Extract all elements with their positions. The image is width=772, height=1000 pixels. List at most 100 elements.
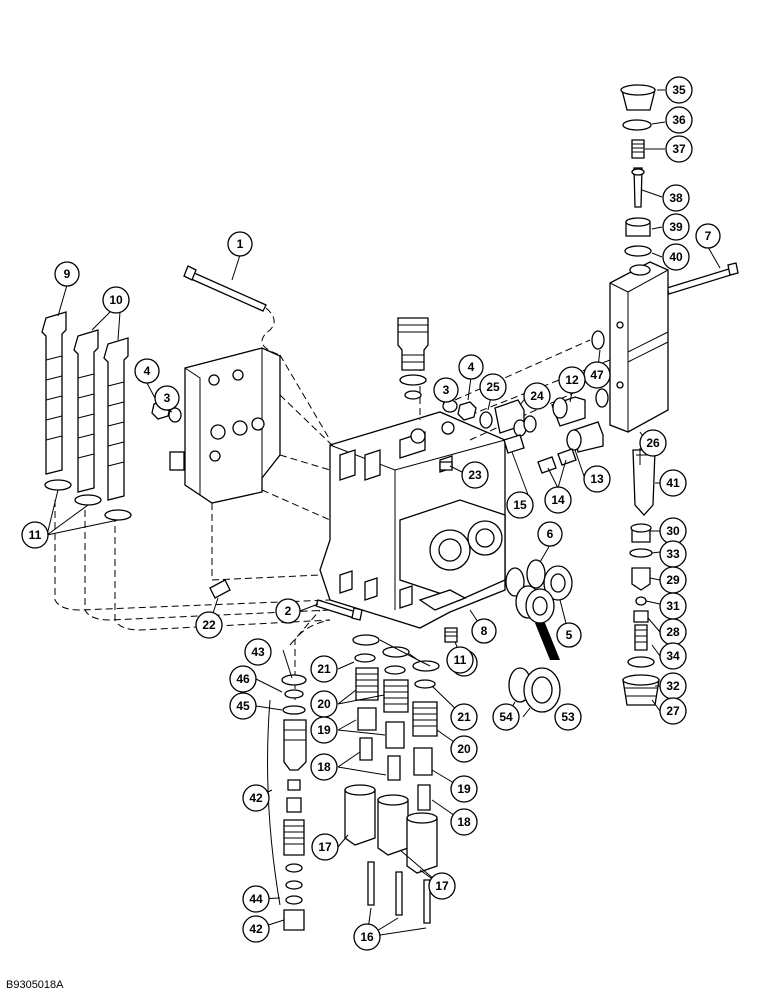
svg-text:30: 30 — [666, 524, 680, 538]
svg-text:21: 21 — [317, 662, 331, 676]
end-cover-section — [169, 347, 281, 504]
svg-text:33: 33 — [666, 547, 680, 561]
relief-cartridge-top — [397, 317, 429, 400]
svg-text:3: 3 — [443, 383, 450, 397]
spool-9 — [41, 311, 67, 475]
svg-text:11: 11 — [29, 528, 42, 542]
callout-29: 29 — [659, 566, 687, 594]
callout-42-lower: 42 — [242, 915, 270, 943]
svg-text:11: 11 — [454, 653, 467, 667]
callout-45: 45 — [229, 692, 257, 720]
callout-7: 7 — [695, 223, 721, 249]
part-drawings — [41, 84, 739, 931]
callout-16: 16 — [353, 923, 381, 951]
callout-43: 43 — [244, 638, 272, 666]
svg-text:12: 12 — [565, 373, 579, 387]
callout-44: 44 — [242, 885, 270, 913]
screws-16 — [367, 861, 431, 924]
spool-10-a — [73, 329, 99, 493]
svg-text:44: 44 — [249, 892, 263, 906]
svg-text:16: 16 — [360, 930, 374, 944]
svg-text:42: 42 — [249, 791, 263, 805]
svg-text:18: 18 — [457, 815, 471, 829]
callout-12: 12 — [558, 366, 586, 394]
nut-washers — [151, 399, 477, 423]
svg-text:42: 42 — [249, 922, 263, 936]
callout-22: 22 — [195, 611, 223, 639]
detent-assembly-42 — [267, 674, 307, 931]
relief-housing-26 — [609, 261, 669, 433]
callout-33: 33 — [659, 540, 687, 568]
svg-text:25: 25 — [486, 380, 500, 394]
callout-bubbles: 35 36 37 38 39 40 7 1 9 10 47 12 4 3 3 4… — [21, 76, 721, 951]
svg-text:21: 21 — [457, 710, 471, 724]
callout-27: 27 — [659, 697, 687, 725]
relief-stack-bottom — [622, 448, 660, 706]
spool-end-stack — [344, 634, 440, 874]
svg-text:47: 47 — [590, 368, 604, 382]
callout-18-right: 18 — [450, 808, 478, 836]
svg-text:40: 40 — [669, 250, 683, 264]
svg-text:27: 27 — [666, 704, 680, 718]
callout-42-upper: 42 — [242, 784, 270, 812]
svg-text:35: 35 — [672, 83, 686, 97]
svg-text:26: 26 — [646, 436, 660, 450]
svg-text:39: 39 — [669, 220, 683, 234]
svg-text:34: 34 — [666, 649, 680, 663]
callout-54: 54 — [492, 703, 520, 731]
callout-19-left: 19 — [310, 716, 338, 744]
svg-text:17: 17 — [435, 879, 449, 893]
callout-34: 34 — [659, 642, 687, 670]
callout-23-upper: 23 — [461, 461, 489, 489]
svg-text:19: 19 — [317, 723, 331, 737]
port-plugs — [505, 559, 573, 713]
callout-24: 24 — [523, 382, 551, 410]
callout-17-left: 17 — [311, 833, 339, 861]
svg-text:24: 24 — [530, 389, 544, 403]
svg-text:1: 1 — [237, 237, 244, 251]
callout-20-right: 20 — [450, 735, 478, 763]
svg-text:46: 46 — [236, 672, 250, 686]
svg-text:45: 45 — [236, 699, 250, 713]
callout-19-right: 19 — [450, 775, 478, 803]
callout-39: 39 — [662, 213, 690, 241]
callout-5: 5 — [556, 622, 582, 648]
svg-text:3: 3 — [164, 391, 171, 405]
svg-text:38: 38 — [669, 191, 683, 205]
callout-11-left: 11 — [21, 521, 49, 549]
spool-orings-11 — [44, 479, 132, 521]
relief-stack-top — [620, 84, 656, 257]
callout-21-right: 21 — [450, 703, 478, 731]
svg-text:4: 4 — [468, 360, 475, 374]
callout-20-left: 20 — [310, 690, 338, 718]
svg-text:22: 22 — [202, 618, 216, 632]
svg-text:8: 8 — [481, 624, 488, 638]
svg-text:2: 2 — [285, 604, 292, 618]
callout-37: 37 — [665, 135, 693, 163]
callout-46: 46 — [229, 665, 257, 693]
small-plugs — [209, 461, 458, 643]
svg-text:13: 13 — [590, 472, 604, 486]
callout-31: 31 — [659, 592, 687, 620]
callout-11-center: 11 — [446, 646, 474, 674]
svg-text:43: 43 — [251, 645, 265, 659]
callout-2: 2 — [275, 598, 301, 624]
callout-9: 9 — [54, 261, 80, 287]
svg-text:7: 7 — [705, 229, 712, 243]
svg-text:18: 18 — [317, 760, 331, 774]
svg-text:4: 4 — [144, 364, 151, 378]
svg-text:54: 54 — [499, 710, 513, 724]
svg-text:6: 6 — [547, 527, 554, 541]
callout-53: 53 — [554, 703, 582, 731]
svg-text:9: 9 — [64, 267, 71, 281]
svg-text:36: 36 — [672, 113, 686, 127]
spool-10-b — [103, 337, 129, 501]
tie-bolt-7 — [666, 262, 739, 295]
svg-text:14: 14 — [551, 493, 565, 507]
callout-40: 40 — [662, 243, 690, 271]
valve-body-8 — [319, 411, 506, 629]
svg-text:37: 37 — [672, 142, 686, 156]
callout-4-right: 4 — [458, 354, 484, 380]
svg-text:20: 20 — [317, 697, 331, 711]
